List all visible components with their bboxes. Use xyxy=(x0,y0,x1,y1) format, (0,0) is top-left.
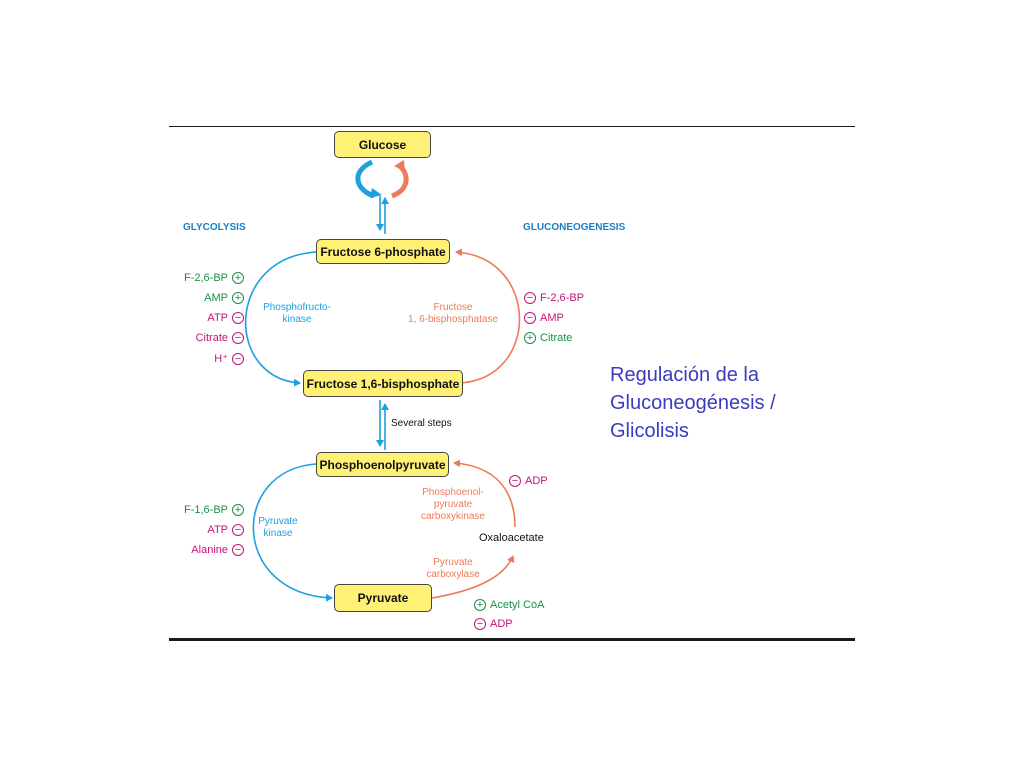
fbpase-arc xyxy=(455,248,521,384)
regulator-fbpase-f26bp: −F-2,6-BP xyxy=(524,292,614,304)
inhibitor-icon: − xyxy=(509,475,521,487)
node-fructose-1-6-bisphosphate: Fructose 1,6-bisphosphate xyxy=(303,370,463,397)
inhibitor-icon: − xyxy=(524,312,536,324)
inhibitor-icon: − xyxy=(524,292,536,304)
regulator-name: F-1,6-BP xyxy=(183,504,228,516)
activator-icon: + xyxy=(474,599,486,611)
inhibitor-icon: − xyxy=(232,332,244,344)
regulator-fbpase-amp: −AMP xyxy=(524,312,614,324)
pepck-arrow xyxy=(453,459,516,528)
node-oxaloacetate: Oxaloacetate xyxy=(479,532,544,544)
pyruvate-carboxylase-arrow xyxy=(431,555,515,599)
regulator-name: AMP xyxy=(540,312,564,324)
regulator-name: Citrate xyxy=(195,332,228,344)
enzyme-phosphofructokinase: Phosphofructo- kinase xyxy=(263,302,331,325)
activator-icon: + xyxy=(232,504,244,516)
enzyme-fructose-bisphosphatase: Fructose 1, 6-bisphosphatase xyxy=(407,302,499,325)
regulator-name: ADP xyxy=(525,475,548,487)
node-pyruvate: Pyruvate xyxy=(334,584,432,612)
inhibitor-icon: − xyxy=(232,524,244,536)
top-rule xyxy=(169,126,855,127)
regulator-name: Acetyl CoA xyxy=(490,599,545,611)
inhibitor-icon: − xyxy=(232,312,244,324)
regulator-pfk-f26bp: F-2,6-BP + xyxy=(150,272,244,284)
pfk-arc xyxy=(244,251,317,387)
regulator-name: Alanine xyxy=(191,544,228,556)
regulator-fbpase-citrate: + Citrate xyxy=(524,332,614,344)
activator-icon: + xyxy=(232,292,244,304)
regulator-name: Citrate xyxy=(540,332,573,344)
regulator-name: ADP xyxy=(490,618,513,630)
regulator-name: AMP xyxy=(204,292,228,304)
node-fructose-6-phosphate: Fructose 6-phosphate xyxy=(316,239,450,264)
regulator-pfk-atp: ATP− xyxy=(150,312,244,324)
inhibitor-icon: − xyxy=(474,618,486,630)
inhibitor-icon: − xyxy=(232,544,244,556)
regulator-name: ATP xyxy=(207,312,228,324)
title-line-1: Regulación de la xyxy=(610,364,759,386)
node-phosphoenolpyruvate: Phosphoenolpyruvate xyxy=(316,452,449,477)
label-glycolysis: GLYCOLYSIS xyxy=(183,222,246,233)
regulator-pk-f16bp: F-1,6-BP + xyxy=(150,504,244,516)
regulator-name: H⁺ xyxy=(214,353,228,365)
inhibitor-icon: − xyxy=(232,352,244,365)
title-line-2: Gluconeogénesis / xyxy=(610,392,776,414)
activator-icon: + xyxy=(524,332,536,344)
title-line-3: Glicolisis xyxy=(610,420,689,442)
enzyme-pep-carboxykinase: Phosphoenol- pyruvate carboxykinase xyxy=(421,487,485,522)
activator-icon: + xyxy=(232,272,244,284)
label-several-steps: Several steps xyxy=(391,418,452,429)
regulator-pepck-adp: −ADP xyxy=(509,475,579,487)
label-gluconeogenesis: GLUCONEOGENESIS xyxy=(523,222,626,233)
glucose-hexokinase-arrow xyxy=(355,159,375,199)
enzyme-pyruvate-carboxylase: Pyruvate carboxylase xyxy=(426,557,480,580)
regulator-name: F-2,6-BP xyxy=(540,292,585,304)
regulator-name: F-2,6-BP xyxy=(183,272,228,284)
regulator-pfk-amp: AMP + xyxy=(150,292,244,304)
enzyme-pyruvate-kinase: Pyruvate kinase xyxy=(258,516,298,539)
slide-title: Regulación de la Gluconeogénesis / Glico… xyxy=(610,361,840,445)
node-glucose: Glucose xyxy=(334,131,431,158)
pyruvate-kinase-arc xyxy=(252,463,333,602)
regulator-pc-acetyl-coa: + Acetyl CoA xyxy=(474,599,574,611)
bottom-rule xyxy=(169,638,855,641)
regulator-pk-atp: ATP− xyxy=(150,524,244,536)
regulator-name: ATP xyxy=(207,524,228,536)
regulator-pk-alanine: Alanine− xyxy=(150,544,244,556)
regulator-pfk-proton: H⁺− xyxy=(150,352,244,365)
regulator-pc-adp: −ADP xyxy=(474,618,574,630)
regulator-pfk-citrate: Citrate− xyxy=(150,332,244,344)
